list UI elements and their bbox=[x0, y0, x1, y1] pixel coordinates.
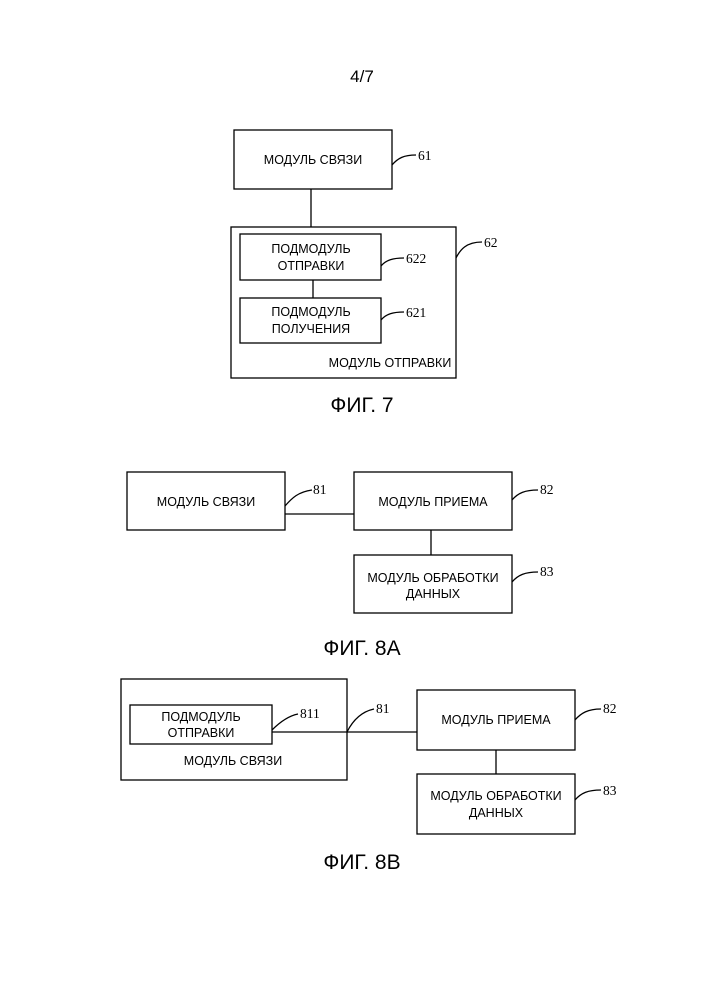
fig8a-comm-module-leader bbox=[285, 490, 312, 506]
figure-8b: МОДУЛЬ СВЯЗИ ПОДМОДУЛЬ ОТПРАВКИ 811 81 М… bbox=[121, 679, 617, 874]
fig7-send-submodule-leader bbox=[381, 258, 404, 266]
fig8b-comm-module-ref: 81 bbox=[376, 701, 390, 716]
fig7-send-module-leader bbox=[456, 242, 482, 258]
page-number: 4/7 bbox=[350, 67, 374, 86]
fig8a-proc-module-ref: 83 bbox=[540, 564, 554, 579]
fig7-recv-submodule-line2: ПОЛУЧЕНИЯ bbox=[272, 322, 350, 336]
fig8b-proc-module-line2: ДАННЫХ bbox=[469, 806, 524, 820]
fig7-send-submodule-line2: ОТПРАВКИ bbox=[278, 259, 345, 273]
fig8b-comm-module-leader bbox=[347, 709, 374, 732]
fig8a-proc-module-leader bbox=[512, 572, 538, 582]
fig7-recv-submodule-line1: ПОДМОДУЛЬ bbox=[271, 305, 350, 319]
fig7-comm-module-leader bbox=[392, 155, 416, 165]
fig8b-send-submodule-line2: ОТПРАВКИ bbox=[168, 726, 235, 740]
fig7-send-submodule-box bbox=[240, 234, 381, 280]
fig7-recv-submodule-leader bbox=[381, 312, 404, 320]
fig8a-recv-module-ref: 82 bbox=[540, 482, 554, 497]
fig8a-recv-module-label: МОДУЛЬ ПРИЕМА bbox=[378, 495, 488, 509]
fig8a-caption: ФИГ. 8А bbox=[323, 637, 400, 660]
fig8b-caption: ФИГ. 8В bbox=[323, 851, 400, 874]
figure-7: МОДУЛЬ СВЯЗИ 61 МОДУЛЬ ОТПРАВКИ 62 ПОДМО… bbox=[231, 130, 498, 417]
fig8b-recv-module-label: МОДУЛЬ ПРИЕМА bbox=[441, 713, 551, 727]
fig8b-send-submodule-line1: ПОДМОДУЛЬ bbox=[161, 710, 240, 724]
fig7-comm-module-ref: 61 bbox=[418, 148, 432, 163]
fig7-send-module-ref: 62 bbox=[484, 235, 498, 250]
fig8b-recv-module-leader bbox=[575, 709, 601, 720]
fig7-send-submodule-ref: 622 bbox=[406, 251, 426, 266]
fig8b-comm-module-label: МОДУЛЬ СВЯЗИ bbox=[184, 754, 282, 768]
fig8a-recv-module-leader bbox=[512, 490, 538, 500]
fig8b-recv-module-ref: 82 bbox=[603, 701, 617, 716]
figure-8a: МОДУЛЬ СВЯЗИ 81 МОДУЛЬ ПРИЕМА 82 МОДУЛЬ … bbox=[127, 472, 554, 660]
fig8a-comm-module-label: МОДУЛЬ СВЯЗИ bbox=[157, 495, 255, 509]
fig8b-send-submodule-ref: 811 bbox=[300, 706, 320, 721]
fig8b-proc-module-leader bbox=[575, 790, 601, 800]
fig7-send-submodule-line1: ПОДМОДУЛЬ bbox=[271, 242, 350, 256]
fig7-caption: ФИГ. 7 bbox=[330, 394, 393, 417]
fig7-send-module-label: МОДУЛЬ ОТПРАВКИ bbox=[329, 356, 452, 370]
fig8b-proc-module-ref: 83 bbox=[603, 783, 617, 798]
fig8a-proc-module-line2: ДАННЫХ bbox=[406, 587, 461, 601]
fig8a-proc-module-line1: МОДУЛЬ ОБРАБОТКИ bbox=[367, 571, 498, 585]
fig8a-comm-module-ref: 81 bbox=[313, 482, 327, 497]
fig8b-proc-module-box bbox=[417, 774, 575, 834]
fig7-comm-module-label: МОДУЛЬ СВЯЗИ bbox=[264, 153, 362, 167]
fig8b-proc-module-line1: МОДУЛЬ ОБРАБОТКИ bbox=[430, 789, 561, 803]
fig7-recv-submodule-ref: 621 bbox=[406, 305, 426, 320]
fig8b-send-submodule-leader bbox=[272, 714, 298, 730]
